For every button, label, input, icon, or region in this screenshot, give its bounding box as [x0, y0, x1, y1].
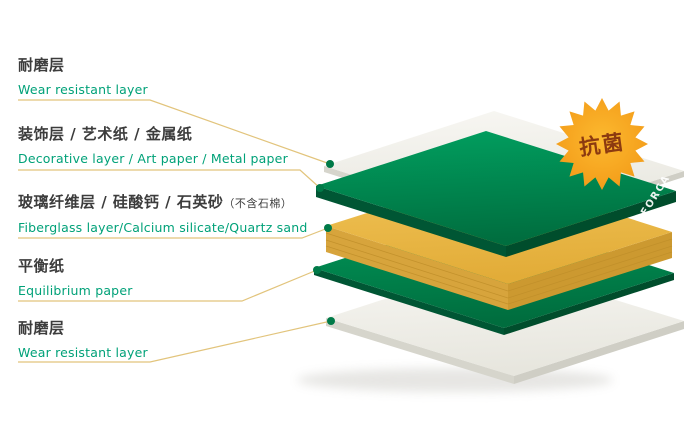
label-wear-top-zh: 耐磨层 [18, 56, 65, 74]
label-wear-bottom-zh: 耐磨层 [18, 319, 65, 337]
connector-line-equilibrium [18, 269, 318, 302]
label-decorative-zh: 装饰层 / 艺术纸 / 金属纸 [18, 125, 193, 143]
layer-fiberglass-right-face [508, 232, 672, 310]
connectors [18, 99, 335, 363]
layer-decorative-sheet: FORCA [316, 131, 676, 257]
label-equilibrium-zh: 平衡纸 [18, 257, 65, 275]
connector-line-wear-top [18, 99, 331, 165]
stack-shadow [297, 368, 613, 392]
connector-dot-wear-top [326, 160, 334, 168]
label-wear-top-en: Wear resistant layer [18, 82, 148, 97]
label-wear-bottom-en: Wear resistant layer [18, 345, 148, 360]
label-fiberglass-en: Fiberglass layer/Calcium silicate/Quartz… [18, 220, 308, 235]
layer-decorative-right-face [506, 191, 676, 257]
label-equilibrium: 平衡纸 Equilibrium paper [18, 256, 328, 299]
layer-wear-bottom-right-face [514, 321, 684, 384]
connector-line-wear-bottom [18, 320, 332, 363]
connector-dot-wear-bottom [327, 317, 335, 325]
antibacterial-badge: 抗菌 [556, 98, 648, 190]
antibacterial-badge-label: 抗菌 [577, 129, 627, 161]
label-fiberglass-zh: 玻璃纤维层 / 硅酸钙 / 石英砂（不含石棉） [18, 192, 328, 214]
connector-dot-decorative [316, 184, 324, 192]
label-wear-bottom: 耐磨层 Wear resistant layer [18, 318, 328, 361]
label-decorative-en: Decorative layer / Art paper / Metal pap… [18, 151, 288, 166]
label-equilibrium-en: Equilibrium paper [18, 283, 133, 298]
fiberglass-sheet-lines [325, 232, 673, 305]
connector-dot-fiberglass [324, 224, 332, 232]
connector-line-decorative [18, 169, 321, 189]
layer-fiberglass-left-face [326, 226, 508, 310]
label-fiberglass-zh-main: 玻璃纤维层 / 硅酸钙 / 石英砂 [18, 193, 224, 211]
label-decorative: 装饰层 / 艺术纸 / 金属纸 Decorative layer / Art p… [18, 124, 328, 167]
connector-dot-equilibrium [313, 266, 321, 274]
layer-equilibrium-right-face [504, 273, 674, 335]
layer-decorative-left-face [316, 186, 506, 257]
connector-line-fiberglass [18, 227, 329, 239]
layer-wear-bottom-left-face [326, 318, 514, 384]
layer-equilibrium-left-face [314, 268, 504, 335]
label-fiberglass-zh-note: （不含石棉） [223, 197, 293, 210]
label-fiberglass: 玻璃纤维层 / 硅酸钙 / 石英砂（不含石棉） Fiberglass layer… [18, 192, 328, 236]
layer-decorative-top-face [316, 131, 676, 246]
label-wear-top: 耐磨层 Wear resistant layer [18, 55, 328, 98]
